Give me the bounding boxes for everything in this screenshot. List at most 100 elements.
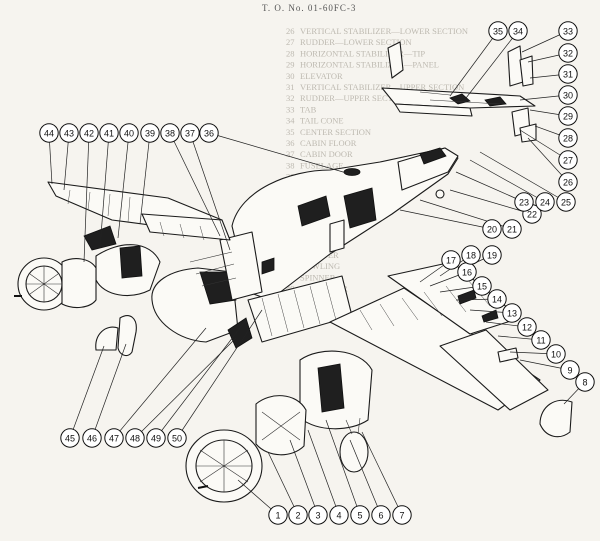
callout-number: 6 xyxy=(378,511,383,521)
leader-line xyxy=(469,159,546,203)
callout-circle xyxy=(140,123,160,143)
callout-29: 29 xyxy=(558,106,578,126)
callout-25: 25 xyxy=(556,192,576,212)
right-prop-shaft xyxy=(197,485,209,489)
callout-circle xyxy=(558,128,578,148)
callout-number: 27 xyxy=(563,156,573,166)
callout-number: 31 xyxy=(563,70,573,80)
vertical-stabilizer-left xyxy=(387,41,404,79)
callout-14: 14 xyxy=(487,289,507,309)
callout-30: 30 xyxy=(558,85,578,105)
right-wing-tip xyxy=(539,399,573,438)
index-entry: TAB xyxy=(300,104,317,114)
callout-4: 4 xyxy=(329,505,349,525)
callout-33: 33 xyxy=(558,21,578,41)
index-number: 27 xyxy=(286,37,295,47)
callout-31: 31 xyxy=(558,64,578,84)
leader-line xyxy=(189,132,231,251)
leader-line xyxy=(307,429,340,516)
right-aileron xyxy=(439,329,549,411)
callout-19: 19 xyxy=(482,245,502,265)
leader-line xyxy=(155,319,247,439)
callout-circle xyxy=(82,428,102,448)
window-dark-1 xyxy=(297,195,331,227)
callout-23: 23 xyxy=(514,192,534,212)
callout-34: 34 xyxy=(508,21,528,41)
index-number: 33 xyxy=(286,104,295,114)
leader-line xyxy=(117,132,130,239)
callout-number: 43 xyxy=(64,129,74,139)
callout-21: 21 xyxy=(502,219,522,239)
leader-line xyxy=(69,345,105,439)
index-entry: COWLING xyxy=(300,261,340,271)
index-number: 35 xyxy=(286,127,295,137)
right-wing-ribs xyxy=(359,279,491,331)
callout-circle xyxy=(482,245,502,265)
callout-number: 30 xyxy=(563,91,573,101)
leader-line xyxy=(113,327,207,439)
callout-circle xyxy=(79,123,99,143)
index-entry: CABIN FLOOR xyxy=(300,138,357,148)
callout-50: 50 xyxy=(167,428,187,448)
index-number: 29 xyxy=(286,60,295,70)
leader-line xyxy=(527,137,569,183)
spinner xyxy=(95,326,119,351)
index-entry: SPINNER xyxy=(300,272,336,282)
callout-circle xyxy=(268,505,288,525)
callout-circle xyxy=(167,428,187,448)
cockpit-struts xyxy=(189,251,237,287)
callout-37: 37 xyxy=(180,123,200,143)
callout-circle xyxy=(288,505,308,525)
callout-38: 38 xyxy=(160,123,180,143)
callout-10: 10 xyxy=(546,344,566,364)
callout-number: 40 xyxy=(124,129,134,139)
callout-45: 45 xyxy=(60,428,80,448)
left-cowling xyxy=(61,258,97,309)
callout-43: 43 xyxy=(59,123,79,143)
callout-circle xyxy=(392,505,412,525)
leader-line xyxy=(449,30,499,97)
index-number: 26 xyxy=(286,26,295,36)
callout-49: 49 xyxy=(146,428,166,448)
index-number: 32 xyxy=(286,93,295,103)
callout-41: 41 xyxy=(99,123,119,143)
callout-16: 16 xyxy=(457,262,477,282)
index-entry: RUDDER—LOWER SECTION xyxy=(300,37,412,47)
callout-number: 3 xyxy=(315,511,320,521)
callout-number: 12 xyxy=(522,323,532,333)
elevator xyxy=(394,103,473,117)
callout-circle xyxy=(125,428,145,448)
index-entry: HORIZONTAL STABILIZER—TIP xyxy=(300,48,425,58)
callout-8: 8 xyxy=(575,372,595,392)
callout-number: 17 xyxy=(446,256,456,266)
callout-number: 21 xyxy=(507,225,517,235)
callout-circle xyxy=(482,219,502,239)
callout-9: 9 xyxy=(560,360,580,380)
callout-2: 2 xyxy=(288,505,308,525)
callout-circle xyxy=(560,360,580,380)
trim-tab-small xyxy=(497,347,519,363)
leader-line xyxy=(169,132,221,237)
callout-6: 6 xyxy=(371,505,391,525)
callout-number: 36 xyxy=(204,129,214,139)
callout-number: 34 xyxy=(513,27,523,37)
callout-number: 35 xyxy=(493,27,503,37)
callout-circle xyxy=(556,192,576,212)
callout-number: 37 xyxy=(185,129,195,139)
leader-line xyxy=(208,132,351,175)
callout-circle xyxy=(508,21,528,41)
center-section-ribs xyxy=(261,281,337,337)
tail-dark-panel xyxy=(419,147,447,165)
astrodome-icon xyxy=(343,168,361,176)
callout-circle xyxy=(180,123,200,143)
index-number: 36 xyxy=(286,138,295,148)
leader-line xyxy=(176,309,263,439)
right-wing-dark-2 xyxy=(481,309,499,323)
callout-number: 10 xyxy=(551,350,561,360)
callout-circle xyxy=(558,172,578,192)
callout-number: 14 xyxy=(492,295,502,305)
callout-number: 15 xyxy=(477,282,487,292)
callout-27: 27 xyxy=(558,150,578,170)
